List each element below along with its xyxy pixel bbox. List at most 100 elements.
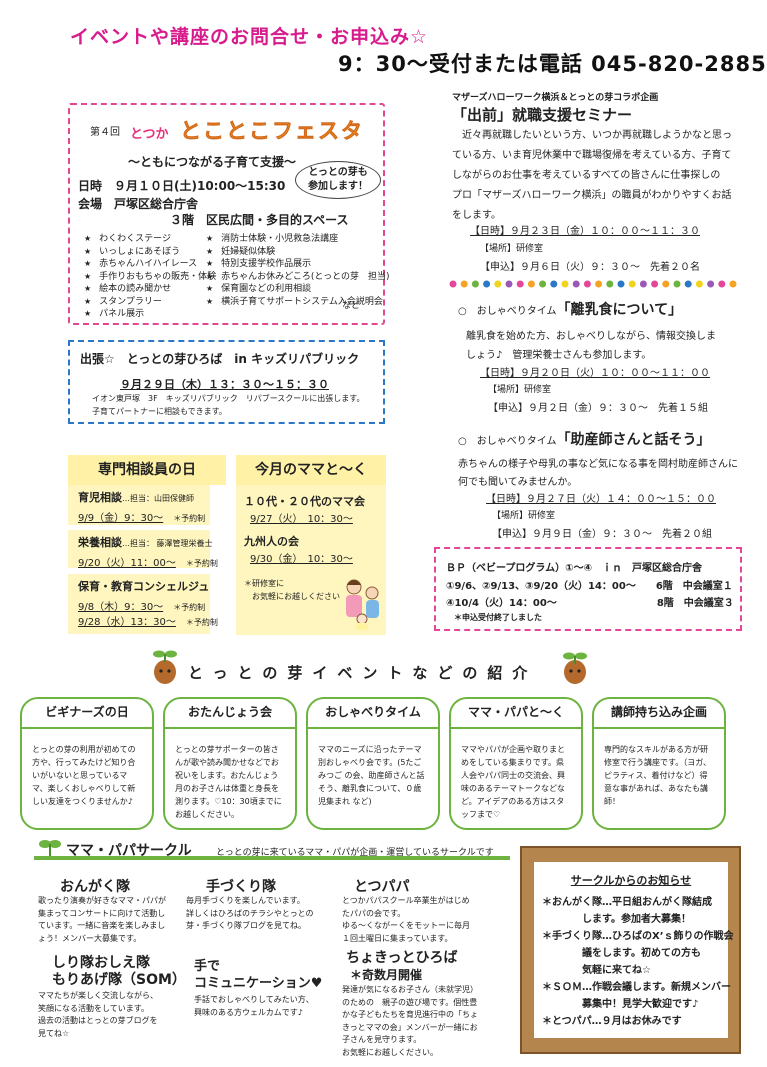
circle-name: おんがく隊 [60, 879, 130, 895]
decor-dot [527, 280, 535, 288]
expert-slot-date: 9/28（水）13：30〜 [78, 617, 176, 628]
expert-slot-date: 9/20（火）11：00〜 [78, 558, 176, 569]
expert-card-nutrition: 栄養相談…担当： 藤澤管理栄養士 9/20（火）11：00〜 ＊予約制 [68, 530, 218, 569]
event-intro-title: とっとの芽イベントなどの紹介 [188, 664, 538, 682]
event-card-body: ママのニーズに沿ったテーマ別おしゃべり会です。(5たごみつご の会、助産師さんと… [318, 745, 425, 806]
festa-program-item: 横浜子育てサポートシステム入会説明会 [206, 296, 390, 309]
seminar-place: 【場所】研修室 [480, 244, 544, 254]
festa-program-item: スタンプラリー [84, 296, 216, 309]
mama-event-date: 9/27（火） 10：30〜 [250, 514, 353, 525]
circle-desc-som: ママたちが楽しく交流しながら、笑顔になる活動をしています。過去の活動はとっとの芽… [38, 990, 158, 1040]
talk2-title: 「助産師さんと話そう」 [556, 432, 711, 448]
mama-event-name: 九州人の会 [244, 535, 299, 548]
circle-item-totsu-papa: とつパパ [354, 876, 409, 896]
notice-item: 募集中！見学大歓迎です♪ [542, 999, 699, 1010]
text-line: のための 親子の遊び場です。個性豊 [342, 997, 478, 1007]
mama-note: ＊研修室に [244, 579, 284, 588]
festa-subtitle: 〜ともにつながる子育て支援〜 [128, 155, 297, 169]
decor-dot [505, 280, 513, 288]
circle-desc-totsu-papa: とつかパパスクール卒業生がはじめたパパの会です。ゆる〜くながーくをモットーに毎月… [342, 895, 470, 945]
talk2-place: 【場所】研修室 [492, 511, 556, 521]
contact-phone: 9：30〜受付または電話 045-820-2885 [338, 52, 767, 76]
circle-name: 手で [194, 959, 221, 974]
kids-date: ９月２９日（木）１３：３０〜１５：３０ [120, 378, 329, 391]
festa-program-item: 手作りおもちゃの販売・体験 [84, 271, 216, 284]
text-line: とつかパパスクール卒業生がはじめ [342, 896, 470, 905]
bubble-line: 参加します！ [308, 181, 368, 192]
circle-title: ママ・パパサークル [66, 843, 192, 859]
decor-dot [729, 280, 737, 288]
seminar-body-line: ている方、いま育児休業中で職場復帰を考えている方、子育て [452, 150, 732, 161]
notice-item: ＊ＳＯＭ…作戦会議します。新規メンバー [542, 982, 731, 993]
event-card-body: とっとの芽の利用が初めての方や、行ってみたけど知り合いがいないと思っているママ、… [32, 745, 136, 806]
text-line: きっとママの会」メンバーが一緒にお [342, 1022, 478, 1032]
text-line: 子さんを見守ります。 [342, 1035, 422, 1044]
sprout-mascot-icon [153, 650, 177, 684]
event-card-beginners: ビギナーズの日 とっとの芽の利用が初めての方や、行ってみたけど知り合いがいないと… [20, 697, 154, 830]
circle-subtitle: とっとの芽に来ているママ・パパが企画・運営しているサークルです [216, 848, 494, 858]
circle-item-chokitto: ちょきっとひろば ＊奇数月開催 [346, 950, 457, 983]
event-card-title: ビギナーズの日 [45, 705, 129, 719]
festa-program-item: パネル展示 [84, 308, 216, 321]
notice-item: 気軽に来てね☆ [542, 965, 651, 976]
talk-label: ○ おしゃべりタイム [458, 436, 557, 447]
festa-program-item: 保育園などの利用相談 [206, 283, 390, 296]
bp-line: ①9/6、②9/13、③9/20（火）14：00〜 6階 中会議室１ [446, 581, 733, 592]
expert-card-concierge: 保育・教育コンシェルジュ 9/8（木）9：30〜 ＊予約制 9/28（水）13：… [68, 574, 218, 634]
festa-name: とことこフェスタ [180, 119, 364, 144]
circle-title-bar [34, 856, 510, 860]
circle-desc-chokitto: 発達が気になるお子さん（未就学児） のための 親子の遊び場です。個性豊かな子どもた… [342, 984, 478, 1059]
talk1-place: 【場所】研修室 [488, 385, 552, 395]
event-card-title: 講師持ち込み企画 [610, 705, 707, 719]
text-line: かな子どもたちを育児進行中の「ちょ [342, 1010, 478, 1019]
talk1-apply: 【申込】９月２日（金）９：３０〜 先着１５組 [488, 403, 708, 414]
bp-note: ＊申込受付終了しました [454, 613, 542, 622]
talk2-date: 【日時】９月２７日（火）１４：００〜１５：００ [486, 494, 716, 505]
festa-program-item: わくわくステージ [84, 233, 216, 246]
seminar-body: 近々再就職したいという方、いつか再就職しようかなと思っ ている方、いま育児休業中… [452, 126, 736, 226]
seminar-body-line: 近々再就職したいという方、いつか再就職しようかなと思っ [452, 130, 732, 141]
festa-issue: 第４回 [90, 127, 120, 138]
text-line: 手話でおしゃべりしてみたい方、 [194, 995, 314, 1004]
decor-dot [639, 280, 647, 288]
seminar-body-line: プロ「マザーズハローワーク横浜」の職員がわかりやすくお話 [452, 190, 732, 201]
expert-card-childcare: 育児相談…担当：山田保健師 9/9（金）9：30〜 ＊予約制 [68, 485, 210, 525]
event-card-body: とっとの芽サポーターの皆さんが歌や読み聞かせなどでお祝いをします。おたんじょう月… [175, 745, 282, 819]
event-card-title: ママ・パパと〜く [467, 705, 564, 719]
kids-line: イオン東戸塚 3F キッズリパブリック リパブースクールに出張します。 [92, 394, 365, 403]
decor-dot [572, 280, 580, 288]
decor-dot [583, 280, 591, 288]
contact-title: イベントや講座のお問合せ・お申込み☆ [70, 26, 429, 48]
kids-republic-box: 出張☆ とっとの芽ひろば in キッズリパブリック ９月２９日（木）１３：３０〜… [68, 340, 385, 424]
decor-dot [449, 280, 457, 288]
notice-paper: サークルからのお知らせ ＊おんがく隊…平日組おんがく隊結成 します。参加者大募集… [534, 862, 734, 1038]
sprout-mascot-icon [563, 652, 587, 684]
event-card-birthday: おたんじょう会 とっとの芽サポーターの皆さんが歌や読み聞かせなどでお祝いをします… [163, 697, 297, 830]
circle-name: しり隊おしえ隊 [52, 955, 150, 971]
text-line: ゆる〜くながーくをモットーに毎月 [342, 921, 470, 930]
decor-dot [673, 280, 681, 288]
event-card-title: おしゃべりタイム [325, 705, 421, 719]
expert-heading: 専門相談員の日 [68, 455, 226, 485]
seminar-title: 「出前」就職支援セミナー [452, 106, 633, 124]
notice-item: 議をします。初めての方も [542, 948, 701, 959]
event-card-body: 専門的なスキルがある方が研修室で行う講座です。（ヨガ、ピラティス、着付けなど）得… [604, 745, 712, 806]
festa-program-item: 赤ちゃんお休みどころ(とっとの芽 担当) [206, 271, 389, 284]
expert-name: 保育・教育コンシェルジュ [78, 580, 210, 593]
decor-dot [471, 280, 479, 288]
expert-who: …担当：山田保健師 [122, 494, 194, 503]
bubble-line: とっとの芽も [308, 167, 368, 178]
kids-line: 子育てパートナーに相談もできます。 [92, 407, 227, 416]
seminar-body-line: をします。 [452, 210, 501, 221]
mama-event-name: １０代・２０代のママ会 [244, 495, 365, 508]
text-line: 発達が気になるお子さん（未就学児） [342, 985, 478, 994]
circle-notice-board: サークルからのお知らせ ＊おんがく隊…平日組おんがく隊結成 します。参加者大募集… [520, 846, 741, 1054]
decor-dot [539, 280, 547, 288]
festa-venue: 会場 戸塚区総合庁舎 [78, 197, 199, 211]
sprout-icon [39, 840, 61, 856]
talk1-date: 【日時】９月２０日（火）１０：００〜１１：００ [480, 368, 710, 379]
decor-dot [684, 280, 692, 288]
festa-list-tail: など [342, 301, 361, 311]
decor-dot [516, 280, 524, 288]
text-line: ています。一緒に音楽を楽しみまし [38, 921, 166, 930]
